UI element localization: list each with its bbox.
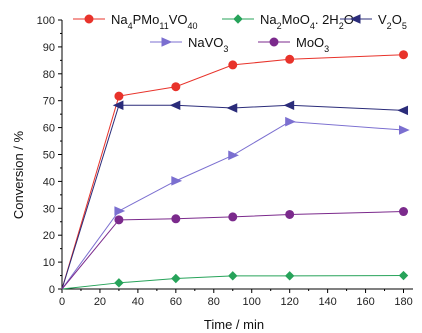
legend-label-na4pmo11vo40: Na4PMo11VO40 [111, 12, 198, 31]
x-tick-label-20: 20 [94, 296, 106, 308]
data-point-navo3-120 [285, 116, 296, 127]
x-tick-label-180: 180 [394, 296, 412, 308]
data-point-moo3-180 [399, 207, 409, 217]
y-tick-label-100: 100 [37, 15, 55, 27]
x-tick-label-60: 60 [170, 296, 182, 308]
data-point-na2moo4-2h2o-180 [398, 270, 409, 281]
x-tick-label-0: 0 [59, 296, 65, 308]
data-point-na2moo4-2h2o-30 [114, 278, 124, 288]
x-tick-label-160: 160 [356, 296, 374, 308]
x-tick-label-40: 40 [132, 296, 144, 308]
x-tick-label-120: 120 [280, 296, 298, 308]
data-point-na4pmo11vo40-30 [114, 91, 124, 101]
data-point-moo3-120 [285, 209, 295, 219]
legend-marker-navo3 [161, 37, 173, 47]
data-point-na4pmo11vo40-90 [228, 60, 238, 70]
series-line-na2moo4-2h2o [61, 275, 404, 290]
y-tick-label-60: 60 [43, 123, 55, 135]
data-point-moo3-60 [171, 214, 181, 224]
plot-series [61, 50, 410, 290]
legend-label-moo3: MoO3 [296, 35, 329, 54]
legend-item-navo3: NaVO3 [150, 35, 228, 54]
data-point-v2o5-120 [283, 100, 295, 111]
y-tick-label-90: 90 [43, 42, 55, 54]
legend-marker-na4pmo11vo40 [84, 14, 94, 24]
y-tick-label-10: 10 [43, 257, 55, 269]
legend-marker-v2o5 [349, 14, 361, 24]
x-axis-title: Time / min [204, 317, 264, 332]
data-point-v2o5-30 [112, 100, 124, 111]
y-axis-title: Conversion / % [11, 130, 26, 219]
series-line-na4pmo11vo40 [61, 54, 404, 290]
data-point-na2moo4-2h2o-90 [228, 271, 238, 281]
y-tick-label-70: 70 [43, 96, 55, 108]
legend-marker-na2moo4-2h2o [233, 14, 243, 24]
legend-label-v2o5: V2O5 [378, 12, 407, 31]
data-point-navo3-60 [171, 176, 183, 186]
legend-label-navo3: NaVO3 [188, 35, 228, 54]
data-point-na4pmo11vo40-60 [171, 82, 181, 92]
data-point-navo3-90 [228, 150, 239, 161]
data-point-navo3-30 [114, 206, 126, 216]
series-line-moo3 [61, 211, 404, 290]
y-tick-label-20: 20 [43, 230, 55, 242]
series-line-navo3 [61, 121, 404, 290]
y-tick-label-50: 50 [43, 150, 55, 162]
data-point-navo3-180 [399, 125, 410, 135]
y-tick-label-30: 30 [43, 203, 55, 215]
x-tick-label-80: 80 [208, 296, 220, 308]
y-tick-label-80: 80 [43, 69, 55, 81]
legend-item-v2o5: V2O5 [340, 12, 407, 31]
data-point-v2o5-180 [397, 105, 409, 116]
data-point-na4pmo11vo40-180 [399, 50, 409, 60]
data-point-moo3-90 [228, 212, 238, 222]
data-point-na2moo4-2h2o-120 [284, 271, 295, 281]
legend-label-na2moo4-2h2o: Na2MoO4. 2H2O [260, 12, 354, 31]
data-point-moo3-30 [114, 215, 124, 225]
x-tick-label-140: 140 [318, 296, 336, 308]
legend-item-moo3: MoO3 [258, 35, 329, 54]
data-point-na4pmo11vo40-120 [285, 54, 295, 64]
series-line-v2o5 [61, 104, 404, 290]
legend-item-na4pmo11vo40: Na4PMo11VO40 [73, 12, 198, 31]
data-point-na2moo4-2h2o-60 [171, 273, 181, 284]
data-point-v2o5-60 [169, 100, 181, 111]
y-tick-label-40: 40 [43, 176, 55, 188]
y-tick-label-0: 0 [49, 284, 55, 296]
data-point-v2o5-90 [226, 103, 238, 113]
axes: 0 20 40 60 80 100 120 140 160 180 0 10 20 30 40 50 60 70 8… [37, 15, 413, 308]
legend-item-na2moo4-2h2o: Na2MoO4. 2H2O [222, 12, 354, 31]
legend-marker-moo3 [269, 37, 279, 47]
x-tick-label-100: 100 [243, 296, 261, 308]
